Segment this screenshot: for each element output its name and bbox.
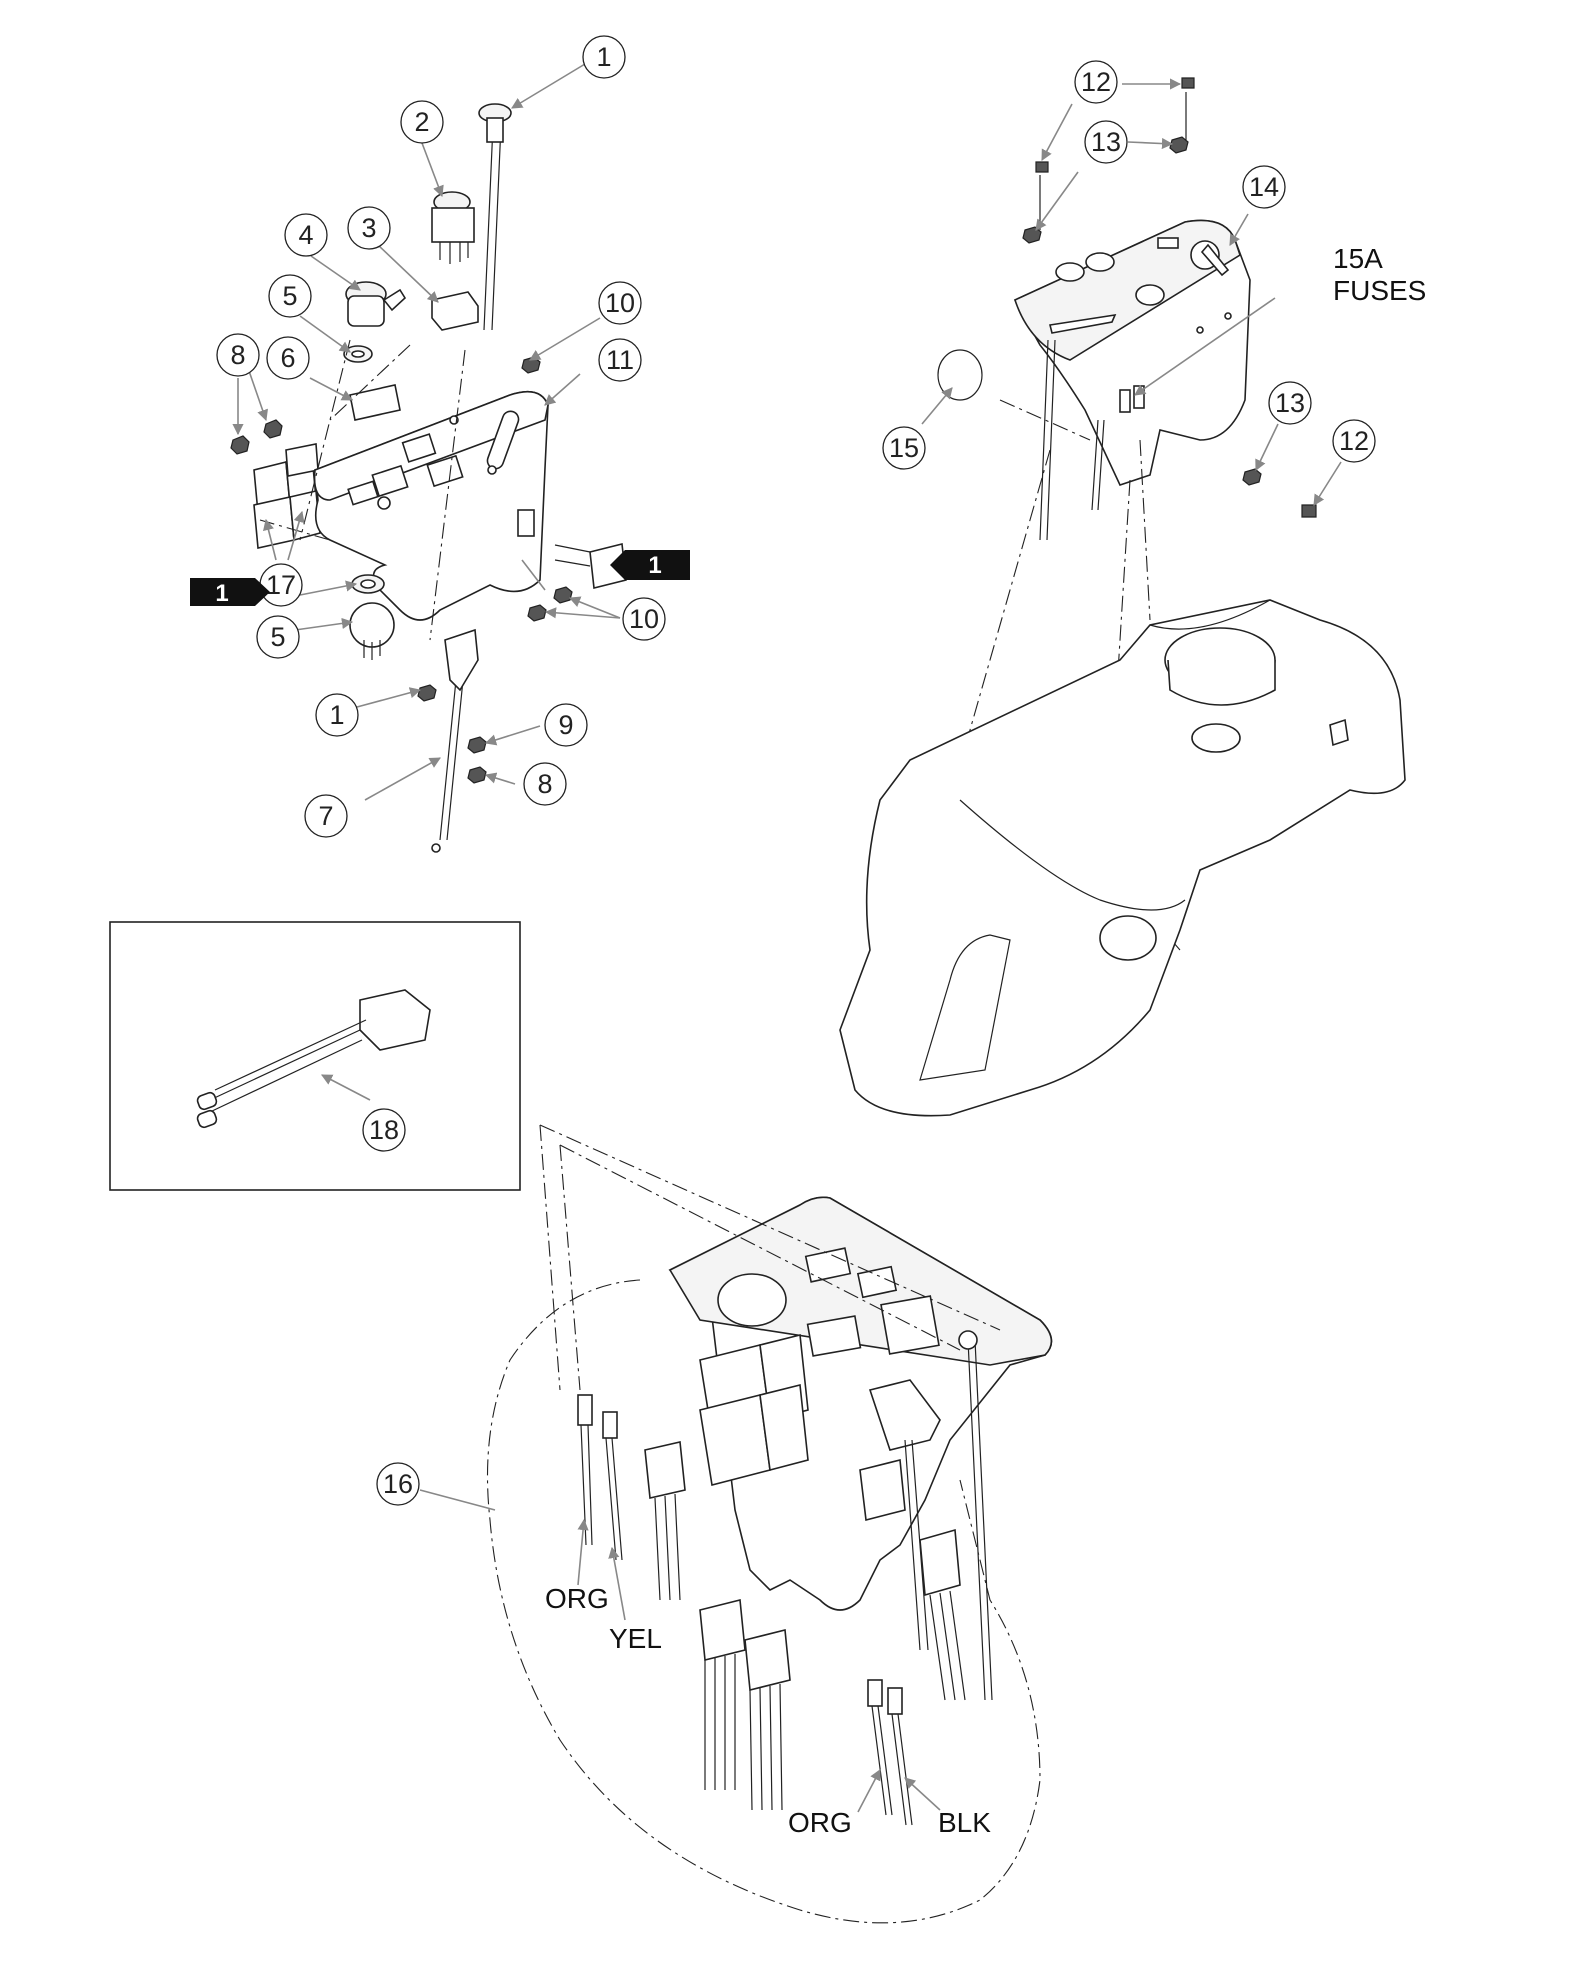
svg-text:17: 17 <box>266 570 296 600</box>
svg-text:3: 3 <box>361 213 376 243</box>
callout-2: 2 <box>400 100 444 144</box>
fuses-label-line2: FUSES <box>1333 275 1426 306</box>
svg-text:13: 13 <box>1275 388 1305 418</box>
plug-bottom-left <box>699 1598 791 1811</box>
reference-tag-left: 1 <box>190 578 270 607</box>
wire-label-org-bottom: ORG <box>788 1807 852 1838</box>
callouts: 1 2 3 4 5 6 8 10 11 17 5 1 10 9 8 7 12 1… <box>216 35 1376 1506</box>
callout-12-right: 12 <box>1332 419 1376 463</box>
svg-text:8: 8 <box>537 769 552 799</box>
callout-8-mid: 8 <box>523 762 567 806</box>
svg-text:10: 10 <box>629 604 659 634</box>
clip-bracket <box>444 628 479 692</box>
svg-text:1: 1 <box>648 552 661 579</box>
wire-label-org-top: ORG <box>545 1583 609 1614</box>
inset-harness-box <box>109 921 521 1191</box>
group-boundary-16 <box>486 1279 1041 1924</box>
svg-text:18: 18 <box>369 1115 399 1145</box>
callout-5-mid: 5 <box>256 615 300 659</box>
fuses-label-line1: 15A <box>1333 243 1383 274</box>
svg-text:8: 8 <box>230 340 245 370</box>
callout-17: 17 <box>259 563 303 607</box>
left-wire-pins <box>577 1394 623 1561</box>
svg-text:12: 12 <box>1339 426 1369 456</box>
svg-text:10: 10 <box>605 288 635 318</box>
callout-15: 15 <box>882 426 926 470</box>
callout-6: 6 <box>266 336 310 380</box>
callout-16: 16 <box>376 1462 420 1506</box>
reference-tag-right: 1 <box>610 550 690 580</box>
wire-label-blk: BLK <box>938 1807 991 1838</box>
svg-text:4: 4 <box>298 220 313 250</box>
callout-1-mid: 1 <box>315 693 359 737</box>
console-exploded <box>839 77 1406 1117</box>
callout-8-top: 8 <box>216 333 260 377</box>
plug-center <box>644 1441 686 1601</box>
svg-text:15: 15 <box>889 433 919 463</box>
svg-text:5: 5 <box>282 281 297 311</box>
svg-text:1: 1 <box>596 42 611 72</box>
callout-10-top: 10 <box>598 281 642 325</box>
plug-bottom-right <box>867 1528 966 1826</box>
relays-part-17 <box>253 443 321 549</box>
callout-4: 4 <box>284 213 328 257</box>
callout-9: 9 <box>544 703 588 747</box>
round-switch-part-5 <box>349 602 395 660</box>
key-switch-part-4 <box>345 281 407 327</box>
svg-text:12: 12 <box>1081 67 1111 97</box>
callout-18: 18 <box>362 1108 406 1152</box>
callout-13-top: 13 <box>1084 120 1128 164</box>
svg-text:7: 7 <box>318 801 333 831</box>
leader-lines <box>232 63 1342 1813</box>
callout-14: 14 <box>1242 165 1286 209</box>
callout-3: 3 <box>347 206 391 250</box>
fender-body <box>839 599 1406 1117</box>
callout-7: 7 <box>304 794 348 838</box>
svg-text:11: 11 <box>606 345 634 375</box>
text-labels: 15A FUSES ORG YEL ORG BLK <box>545 243 1426 1838</box>
callout-10-mid: 10 <box>622 597 666 641</box>
control-panel-part-11 <box>313 390 549 621</box>
wire-label-yel: YEL <box>609 1623 662 1654</box>
svg-text:1: 1 <box>215 580 228 607</box>
svg-text:6: 6 <box>280 343 295 373</box>
callout-12-top: 12 <box>1074 60 1118 104</box>
svg-text:14: 14 <box>1249 172 1279 202</box>
svg-text:2: 2 <box>414 107 429 137</box>
callout-1-top: 1 <box>582 35 626 79</box>
callout-11: 11 <box>598 338 642 382</box>
svg-text:16: 16 <box>383 1469 413 1499</box>
callout-5-top: 5 <box>268 274 312 318</box>
callout-13-right: 13 <box>1268 381 1312 425</box>
svg-text:13: 13 <box>1091 127 1121 157</box>
switch-part-2 <box>431 191 475 264</box>
svg-text:9: 9 <box>558 710 573 740</box>
connector-right <box>554 543 627 589</box>
assembled-panel <box>486 1124 1053 1924</box>
svg-text:5: 5 <box>270 622 285 652</box>
control-panel-exploded <box>230 103 627 853</box>
svg-text:1: 1 <box>329 700 344 730</box>
